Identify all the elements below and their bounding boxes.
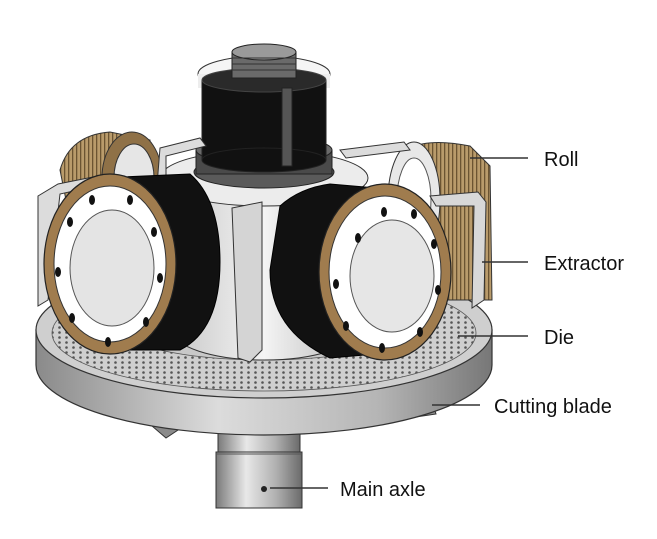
- label-cutting-blade: Cutting blade: [494, 396, 612, 418]
- label-die: Die: [544, 327, 574, 349]
- extractor: [37, 137, 487, 363]
- roll-front-right: [269, 183, 452, 361]
- label-roll: Roll: [544, 149, 578, 171]
- label-main-axle: Main axle: [340, 479, 426, 501]
- label-extractor: Extractor: [544, 253, 624, 275]
- roll-front-left: [43, 173, 221, 355]
- top-shaft: [197, 43, 331, 173]
- leader-lines: [270, 157, 528, 489]
